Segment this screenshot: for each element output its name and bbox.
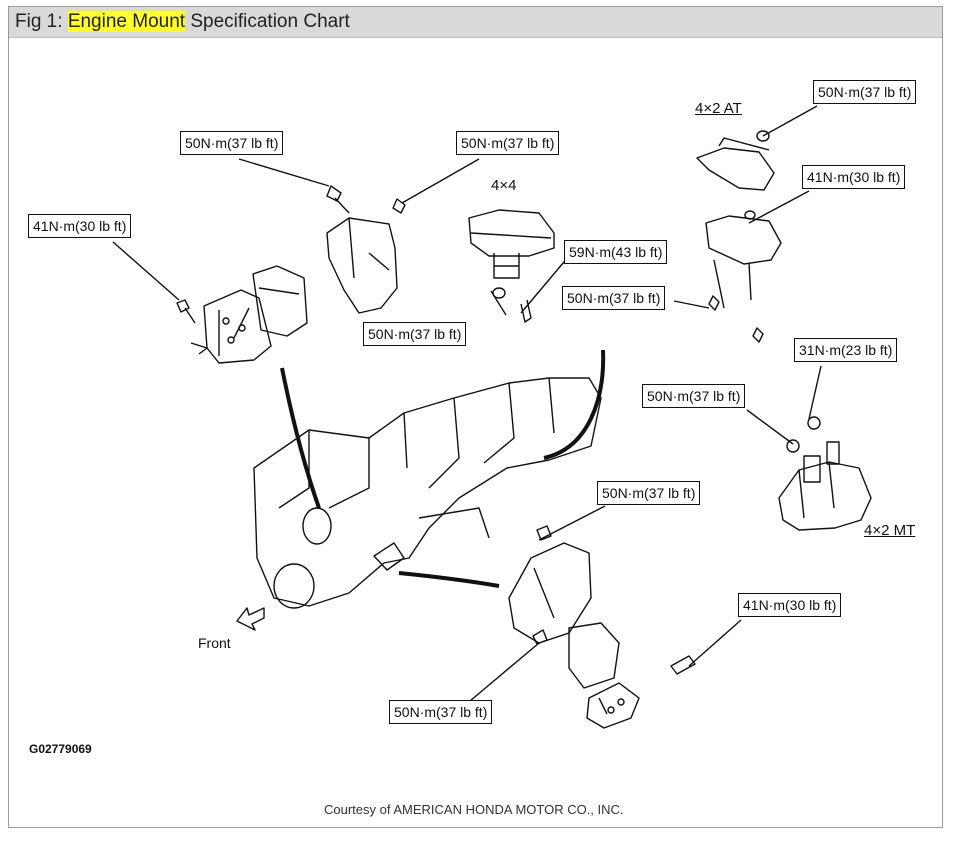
torque-label-upper-left-bolt: 50N·m(37 lb ft)	[180, 131, 284, 155]
leader-line	[401, 158, 480, 204]
torque-label-4x2-at-nut: 50N·m(37 lb ft)	[562, 286, 666, 310]
torque-label-4x2-at-bolt: 41N·m(30 lb ft)	[802, 165, 906, 189]
torque-label-4x4-bolt: 59N·m(43 lb ft)	[564, 240, 668, 264]
variant-4x2-at-label: 4×2 AT	[695, 100, 742, 117]
leader-line	[112, 241, 180, 301]
title-suffix: Specification Chart	[185, 11, 350, 32]
title-prefix: Fig 1:	[15, 11, 68, 32]
leader-line	[746, 409, 794, 445]
torque-label-4x2-mt-stud: 31N·m(23 lb ft)	[794, 338, 898, 362]
torque-label-upper-nut: 50N·m(37 lb ft)	[456, 131, 560, 155]
mount-4x2-at-part	[696, 130, 782, 343]
leader-line	[808, 365, 822, 420]
torque-label-rear-bolt: 41N·m(30 lb ft)	[738, 593, 842, 617]
figure-title: Fig 1: Engine Mount Specification Chart	[9, 7, 942, 38]
front-arrow	[236, 607, 265, 631]
mount-4x2-mt-part	[778, 416, 872, 531]
leader-line	[762, 105, 818, 137]
pointer-curve	[280, 367, 321, 509]
left-mount-part	[176, 265, 308, 364]
engine-mount-diagram	[112, 105, 872, 729]
leader-line	[538, 505, 606, 541]
variant-4x4-label: 4×4	[491, 177, 517, 194]
figure-code: G02779069	[29, 742, 92, 756]
leader-line	[688, 619, 742, 667]
leader-line	[673, 300, 710, 309]
figure-frame: Fig 1: Engine Mount Specification Chart	[8, 6, 943, 828]
torque-label-rear-bottom: 50N·m(37 lb ft)	[389, 700, 493, 724]
pointer-curve	[543, 349, 606, 460]
leader-line	[238, 158, 330, 187]
courtesy-credit: Courtesy of AMERICAN HONDA MOTOR CO., IN…	[324, 802, 624, 817]
engine-assembly	[253, 377, 602, 609]
mount-4x4-part	[468, 209, 555, 323]
leader-line	[748, 190, 810, 224]
leader-line	[463, 642, 540, 707]
lower-rear-mount-part	[508, 525, 696, 729]
front-label: Front	[198, 635, 231, 651]
pointer-curve	[398, 571, 500, 588]
torque-label-4x4-nut: 50N·m(37 lb ft)	[363, 322, 467, 346]
variant-4x2-mt-label: 4×2 MT	[864, 522, 916, 539]
torque-label-4x2-at-top: 50N·m(37 lb ft)	[813, 80, 917, 104]
upper-left-bracket	[326, 185, 406, 314]
torque-label-rear-top: 50N·m(37 lb ft)	[597, 481, 701, 505]
leader-line	[520, 255, 570, 314]
torque-label-4x2-mt-nut: 50N·m(37 lb ft)	[642, 384, 746, 408]
title-highlight: Engine Mount	[67, 11, 186, 32]
torque-label-left-mount: 41N·m(30 lb ft)	[28, 214, 132, 238]
